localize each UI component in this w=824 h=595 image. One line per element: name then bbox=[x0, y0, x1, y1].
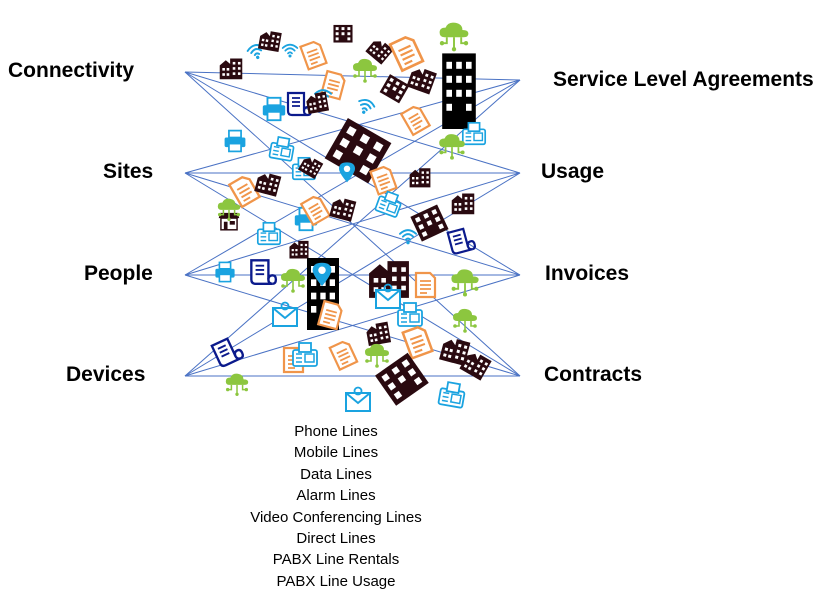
apartment-icon bbox=[257, 29, 282, 53]
label-devices: Devices bbox=[66, 363, 146, 386]
cloud-network-icon bbox=[450, 268, 480, 298]
document-icon bbox=[388, 33, 425, 72]
cloud-network-icon bbox=[452, 308, 478, 334]
cloud-network-icon bbox=[438, 21, 470, 53]
location-pin-icon bbox=[339, 162, 355, 183]
document-icon bbox=[369, 164, 398, 196]
line-type-item: Mobile Lines bbox=[293, 444, 379, 462]
line-types-list: Phone Lines Mobile Lines Data Lines Alar… bbox=[236, 421, 436, 592]
apartment-icon bbox=[451, 193, 475, 215]
label-people: People bbox=[84, 262, 153, 285]
document-icon bbox=[328, 338, 359, 371]
line-type-item: Phone Lines bbox=[294, 423, 378, 440]
label-sites: Sites bbox=[103, 160, 154, 183]
line-type-item: PABX Line Usage bbox=[276, 572, 396, 590]
fax-icon bbox=[292, 342, 318, 367]
cloud-network-icon bbox=[280, 268, 306, 294]
email-icon bbox=[345, 386, 371, 412]
wifi-icon bbox=[281, 43, 299, 59]
label-invoices: Invoices bbox=[545, 262, 630, 285]
label-usage: Usage bbox=[541, 160, 605, 183]
label-contracts: Contracts bbox=[544, 363, 643, 386]
document-icon bbox=[400, 103, 431, 136]
document-icon bbox=[414, 271, 437, 299]
line-type-item: Alarm Lines bbox=[296, 487, 376, 505]
icon-collage bbox=[210, 21, 492, 412]
cloud-network-icon bbox=[364, 343, 390, 369]
fax-icon bbox=[256, 221, 282, 246]
document-icon bbox=[299, 39, 328, 71]
apartment-icon bbox=[409, 168, 431, 188]
line-type-item: Video Conferencing Lines bbox=[250, 508, 422, 526]
cloud-network-icon bbox=[352, 58, 378, 84]
printer-icon bbox=[223, 129, 247, 153]
scroll-icon bbox=[250, 259, 278, 285]
apartment-icon bbox=[289, 240, 309, 259]
fax-icon bbox=[437, 380, 467, 409]
label-service-level-agreements: Service Level Agreements bbox=[553, 68, 814, 91]
scroll-icon bbox=[210, 334, 246, 369]
apartment-icon bbox=[365, 321, 392, 347]
cloud-network-icon bbox=[225, 372, 249, 397]
building-icon bbox=[333, 24, 353, 43]
label-connectivity: Connectivity bbox=[8, 59, 135, 82]
email-icon bbox=[272, 301, 298, 327]
scroll-icon bbox=[446, 225, 477, 256]
apartment-icon bbox=[406, 65, 437, 95]
connector-line bbox=[184, 172, 521, 276]
line-type-item: PABX Line Rentals bbox=[272, 551, 400, 569]
apartment-icon bbox=[219, 58, 243, 80]
cloud-network-icon bbox=[438, 133, 466, 161]
line-type-item: Direct Lines bbox=[296, 530, 376, 548]
apartment-icon bbox=[305, 91, 330, 115]
line-type-item: Data Lines bbox=[300, 465, 372, 483]
fax-icon bbox=[397, 302, 423, 327]
wifi-icon bbox=[354, 96, 377, 118]
building-icon bbox=[379, 74, 410, 104]
fax-icon bbox=[268, 135, 296, 162]
tower-icon bbox=[442, 53, 476, 129]
